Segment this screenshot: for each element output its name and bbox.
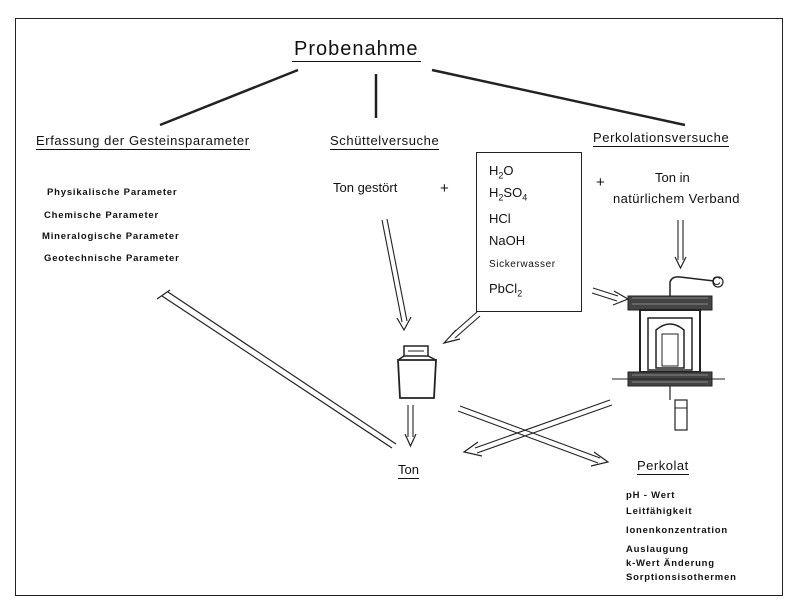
diagram-frame xyxy=(15,18,783,596)
plus-sign-left: + xyxy=(440,180,449,197)
branch-heading-middle: Schüttelversuche xyxy=(330,133,440,150)
output-percolate: Perkolat xyxy=(637,458,689,475)
plus-sign-right: + xyxy=(596,174,605,191)
branch-line-right xyxy=(431,68,686,127)
sample-natural-line1: Ton in xyxy=(655,170,690,185)
sample-natural-line2: natürlichem Verband xyxy=(613,191,740,206)
arrow-ton-gestoert-to-bottle xyxy=(381,218,412,332)
parameter-geotechnical: Geotechnische Parameter xyxy=(44,253,180,264)
sample-disturbed-clay: Ton gestört xyxy=(333,180,398,195)
arrow-bottle-to-perkolat xyxy=(457,405,610,467)
measurement-k-value: k-Wert Änderung xyxy=(626,558,715,569)
arrow-bottle-to-ton xyxy=(404,405,417,448)
reagent-box: H2O H2SO4 HCl NaOH Sickerwasser PbCl2 xyxy=(476,152,582,312)
parameter-physical: Physikalische Parameter xyxy=(47,187,178,198)
arrow-sample-to-apparatus xyxy=(674,220,687,270)
branch-heading-right: Perkolationsversuche xyxy=(593,130,730,147)
arrow-parameters-to-ton xyxy=(156,289,397,449)
branch-line-left xyxy=(159,68,299,127)
reagent-seepage-water: Sickerwasser xyxy=(489,259,556,270)
percolation-apparatus-icon xyxy=(612,276,725,431)
arrow-apparatus-to-ton xyxy=(462,399,613,457)
output-clay: Ton xyxy=(398,462,419,479)
reagent-sulfuric-acid: H2SO4 xyxy=(489,185,528,203)
reagent-hcl: HCl xyxy=(489,211,511,226)
reagent-naoh: NaOH xyxy=(489,233,526,248)
apparatus-connector-label: C xyxy=(712,274,721,288)
diagram-title: Probenahme xyxy=(292,38,421,62)
reagent-water: H2O xyxy=(489,163,514,181)
arrow-reagents-to-bottle xyxy=(442,311,481,345)
measurement-conductivity: Leitfähigkeit xyxy=(626,506,693,517)
bottle-icon xyxy=(397,345,437,399)
parameter-mineralogical: Mineralogische Parameter xyxy=(42,231,180,242)
measurement-ph: pH - Wert xyxy=(626,490,676,501)
reagent-lead-chloride: PbCl2 xyxy=(489,281,523,299)
branch-heading-left: Erfassung der Gesteinsparameter xyxy=(36,133,250,150)
arrow-reagents-to-apparatus xyxy=(591,287,630,306)
measurement-leaching: Auslaugung xyxy=(626,544,689,555)
measurement-sorption-isotherms: Sorptionsisothermen xyxy=(626,572,737,583)
measurement-ion-concentration: Ionenkonzentration xyxy=(626,525,729,536)
parameter-chemical: Chemische Parameter xyxy=(44,210,160,221)
